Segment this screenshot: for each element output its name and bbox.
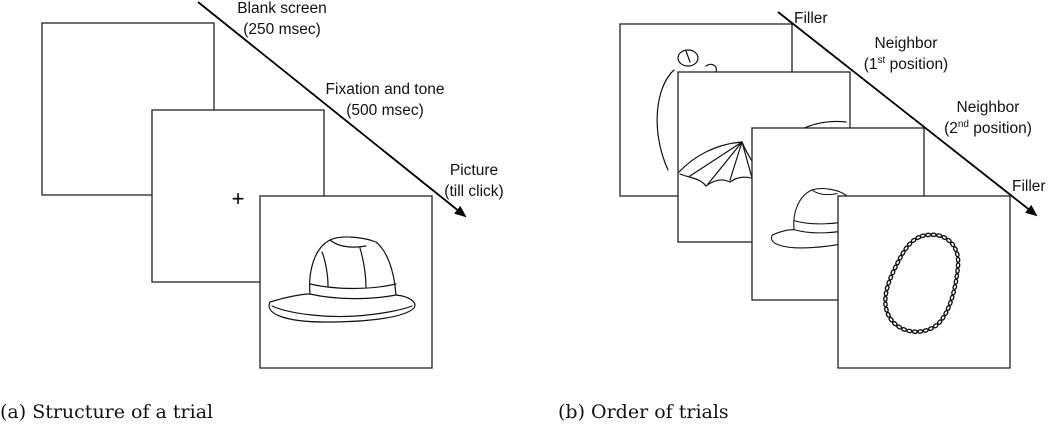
neighbor-2-label: Neighbor bbox=[957, 99, 1020, 116]
blank-screen-duration: (250 msec) bbox=[243, 21, 321, 38]
panel-a: + Blank screen (250 msec) Fixation and t… bbox=[0, 0, 504, 423]
hat-picture bbox=[268, 236, 416, 323]
caption-b: (b) Order of trials bbox=[558, 401, 729, 423]
picture-label: Picture bbox=[450, 162, 498, 179]
timeline-arrow-a bbox=[197, 1, 467, 218]
filler-1-label: Filler bbox=[794, 10, 828, 27]
blank-screen-label: Blank screen bbox=[237, 0, 327, 17]
filler-2-label: Filler bbox=[1012, 178, 1046, 195]
necklace-picture bbox=[883, 232, 961, 334]
panel-b: Filler Neighbor (1st position) Neighbor … bbox=[558, 10, 1046, 423]
neighbor-2-position: (2nd position) bbox=[944, 119, 1032, 137]
fixation-duration: (500 msec) bbox=[346, 102, 424, 119]
filler-2-frame bbox=[837, 195, 1011, 369]
kettle-picture bbox=[656, 49, 717, 171]
neighbor-1-position: (1st position) bbox=[864, 55, 948, 73]
picture-screen-frame bbox=[259, 195, 433, 369]
timeline-arrow-b bbox=[777, 11, 1038, 217]
neighbor-1-label: Neighbor bbox=[875, 35, 938, 52]
fixation-label: Fixation and tone bbox=[326, 81, 445, 98]
caption-a: (a) Structure of a trial bbox=[0, 401, 213, 423]
fixation-cross: + bbox=[232, 186, 245, 211]
picture-duration: (till click) bbox=[444, 183, 503, 200]
